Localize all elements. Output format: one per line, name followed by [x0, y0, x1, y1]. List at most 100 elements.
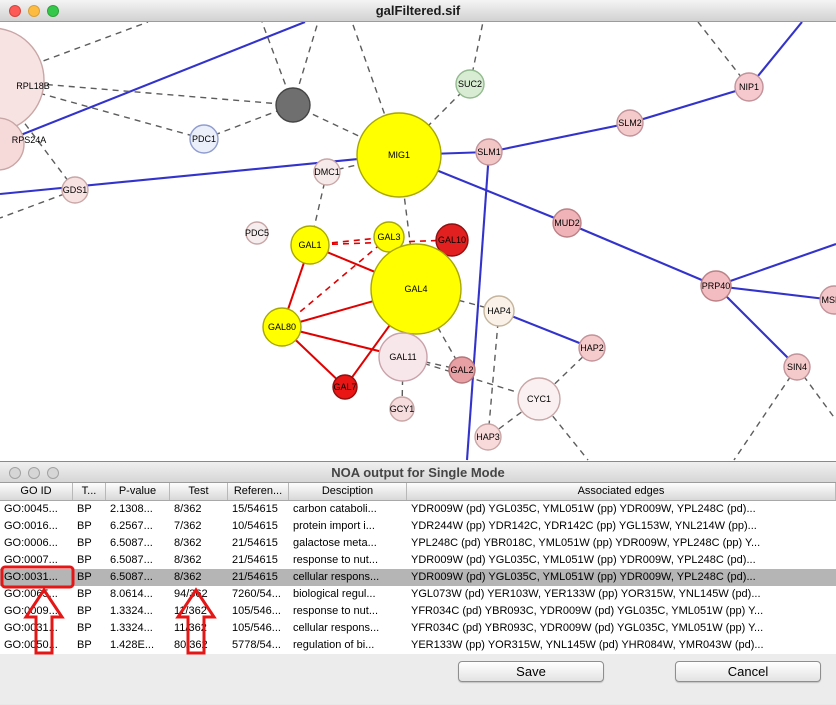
network-edge — [465, 151, 491, 461]
node-MIG1[interactable] — [356, 112, 442, 198]
column-header-goid[interactable]: GO ID — [0, 483, 73, 500]
minimize-button[interactable] — [28, 467, 40, 479]
node-SUC2[interactable] — [455, 69, 485, 99]
table-cell: GO:0031... — [4, 571, 58, 583]
table-cell: BP — [77, 622, 92, 634]
node-label: GAL2 — [450, 365, 473, 375]
network-titlebar[interactable]: galFiltered.sif — [0, 0, 836, 22]
node-MUD2[interactable] — [552, 208, 582, 238]
minimize-button[interactable] — [28, 5, 40, 17]
table-cell: GO:0050... — [4, 639, 58, 651]
node-SLM2[interactable] — [616, 109, 644, 137]
table-cell: biological regul... — [293, 588, 376, 600]
node-HAP4[interactable] — [483, 295, 515, 327]
table-cell: YDR009W (pd) YGL035C, YML051W (pp) YDR00… — [411, 503, 756, 515]
table-cell: GO:0006... — [4, 537, 58, 549]
table-cell: 6.5087... — [110, 537, 153, 549]
zoom-button[interactable] — [47, 467, 59, 479]
node-GAL7[interactable] — [332, 374, 358, 400]
node-label: GAL80 — [268, 322, 296, 332]
node-RPS24A[interactable] — [0, 117, 25, 171]
table-cell: cellular respons... — [293, 571, 380, 583]
network-edge — [498, 310, 593, 349]
column-header-t[interactable]: T... — [73, 483, 106, 500]
table-cell: YDR009W (pd) YGL035C, YML051W (pp) YDR00… — [411, 554, 756, 566]
node-PDC5[interactable] — [245, 221, 269, 245]
window-controls — [9, 5, 59, 17]
table-cell: BP — [77, 571, 92, 583]
column-header-test[interactable]: Test — [170, 483, 228, 500]
noa-window-title: NOA output for Single Mode — [331, 465, 505, 480]
node-GAL2[interactable] — [448, 356, 476, 384]
table-cell: 105/546... — [232, 622, 281, 634]
table-cell: 21/54615 — [232, 554, 278, 566]
table-cell: galactose meta... — [293, 537, 377, 549]
table-cell: regulation of bi... — [293, 639, 375, 651]
noa-window-controls — [9, 467, 59, 479]
zoom-button[interactable] — [47, 5, 59, 17]
table-cell: 7/362 — [174, 520, 202, 532]
node-MSN4[interactable] — [819, 285, 836, 315]
node-label: HAP2 — [580, 343, 604, 353]
node-label: NIP1 — [739, 82, 759, 92]
noa-titlebar[interactable]: NOA output for Single Mode — [0, 462, 836, 483]
node-GAL1[interactable] — [290, 225, 330, 265]
node-GCY1[interactable] — [389, 396, 415, 422]
table-cell: YGL073W (pd) YER103W, YER133W (pp) YOR31… — [411, 588, 761, 600]
close-button[interactable] — [9, 467, 21, 479]
network-background — [0, 22, 836, 461]
column-header-referen[interactable]: Referen... — [228, 483, 289, 500]
table-cell: BP — [77, 588, 92, 600]
network-edge — [488, 121, 631, 154]
table-cell: YER133W (pp) YOR315W, YNL145W (pd) YHR08… — [411, 639, 764, 651]
node-GAL4[interactable] — [370, 243, 462, 335]
node-PDC1[interactable] — [189, 124, 219, 154]
node-DMC1[interactable] — [313, 158, 341, 186]
node-graynode[interactable] — [275, 87, 311, 123]
node-label: CYC1 — [527, 394, 551, 404]
node-NIP1[interactable] — [734, 72, 764, 102]
node-label: HAP4 — [487, 306, 511, 316]
node-GAL3[interactable] — [373, 221, 405, 253]
node-label: SIN4 — [787, 362, 807, 372]
node-HAP3[interactable] — [474, 423, 502, 451]
table-cell: 5778/54... — [232, 639, 281, 651]
cancel-button[interactable]: Cancel — [675, 661, 821, 682]
node-RPL18B[interactable] — [0, 27, 45, 133]
node-CYC1[interactable] — [517, 377, 561, 421]
node-label: GAL7 — [333, 382, 356, 392]
column-header-pvalue[interactable]: P-value — [106, 483, 170, 500]
save-button[interactable]: Save — [458, 661, 604, 682]
node-GAL80[interactable] — [262, 307, 302, 347]
close-button[interactable] — [9, 5, 21, 17]
table-cell: BP — [77, 520, 92, 532]
table-cell: 8/362 — [174, 503, 202, 515]
table-cell: 11/362 — [174, 622, 207, 634]
table-cell: carbon cataboli... — [293, 503, 377, 515]
column-header-desciption[interactable]: Desciption — [289, 483, 407, 500]
node-SLM1[interactable] — [475, 138, 503, 166]
table-cell: 2.1308... — [110, 503, 153, 515]
column-header-associatededges[interactable]: Associated edges — [407, 483, 836, 500]
node-GDS1[interactable] — [61, 176, 89, 204]
node-PRP40[interactable] — [700, 270, 732, 302]
node-HAP2[interactable] — [578, 334, 606, 362]
node-SIN4[interactable] — [783, 353, 811, 381]
network-edge — [0, 81, 205, 140]
node-GAL11[interactable] — [378, 332, 428, 382]
node-GAL10[interactable] — [435, 223, 469, 257]
node-label: SLM2 — [618, 118, 642, 128]
node-label: GAL4 — [404, 284, 427, 294]
node-label: MUD2 — [554, 218, 580, 228]
table-cell: BP — [77, 639, 92, 651]
